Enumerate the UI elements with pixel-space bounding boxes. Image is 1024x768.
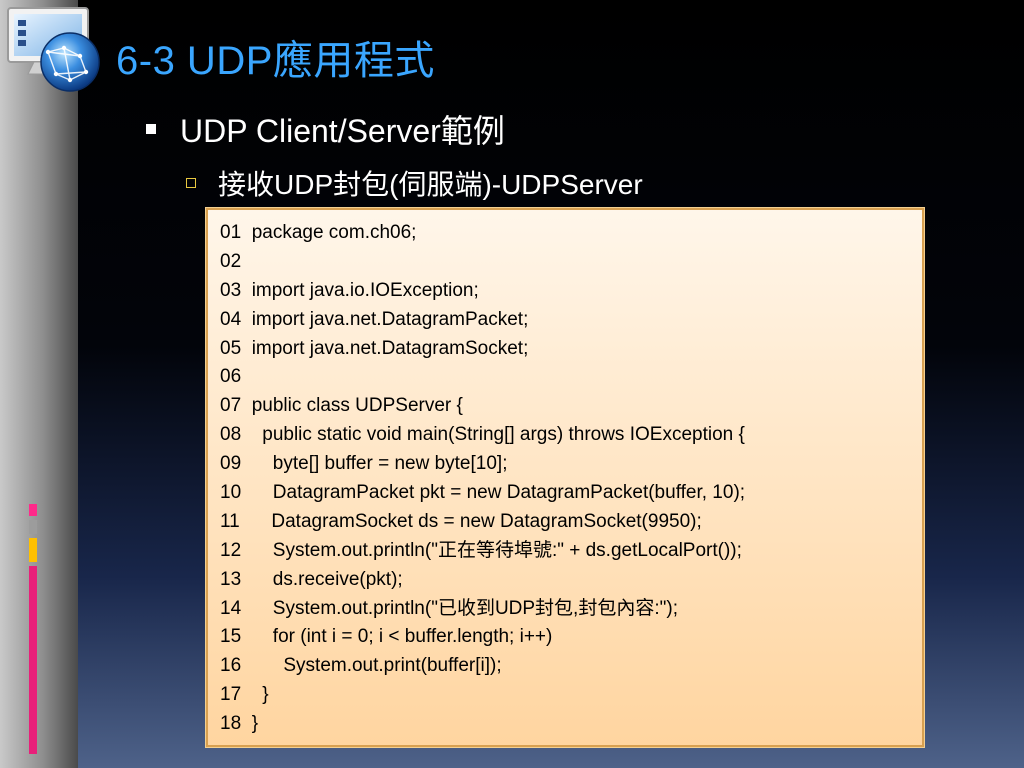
code-line: 10 DatagramPacket pkt = new DatagramPack… (220, 482, 746, 504)
accent-stripe-pink (29, 566, 37, 754)
code-line: 14 System.out.println("已收到UDP封包,封包內容:"); (220, 597, 678, 619)
code-line: 16 System.out.print(buffer[i]); (220, 655, 502, 677)
code-line: 02 (220, 250, 242, 272)
bullet-level2-text: 接收UDP封包(伺服端)-UDPServer (218, 169, 643, 200)
accent-stripe-yellow (29, 538, 37, 562)
computer-globe-icon (7, 7, 100, 92)
code-line: 12 System.out.println("正在等待埠號:" + ds.get… (220, 539, 742, 561)
square-bullet-icon (146, 124, 156, 134)
bullet-level1-text: UDP Client/Server範例 (180, 113, 505, 149)
bullet-level2: 接收UDP封包(伺服端)-UDPServer (186, 163, 643, 203)
code-line: 06 (220, 366, 242, 388)
code-line: 13 ds.receive(pkt); (220, 568, 403, 590)
code-line: 17 } (220, 684, 269, 706)
hollow-square-bullet-icon (186, 178, 196, 188)
accent-stripe-pink-top (29, 504, 37, 516)
code-line: 07 public class UDPServer { (220, 395, 463, 417)
left-decorative-bar (0, 0, 78, 768)
code-line: 18 } (220, 713, 259, 735)
code-line: 01 package com.ch06; (220, 222, 417, 243)
code-line: 11 DatagramSocket ds = new DatagramSocke… (220, 510, 702, 532)
code-box: 01 package com.ch06; 02 03 import java.i… (206, 208, 924, 747)
code-line: 03 import java.io.IOException; (220, 279, 479, 301)
code-line: 09 byte[] buffer = new byte[10]; (220, 453, 508, 475)
code-line: 04 import java.net.DatagramPacket; (220, 308, 529, 330)
code-line: 08 public static void main(String[] args… (220, 424, 745, 446)
bullet-level1: UDP Client/Server範例 (146, 106, 505, 152)
code-line: 15 for (int i = 0; i < buffer.length; i+… (220, 626, 553, 648)
code-line: 05 import java.net.DatagramSocket; (220, 337, 529, 359)
accent-stripe-gray (29, 520, 37, 534)
slide-title: 6-3 UDP應用程式 (116, 39, 435, 83)
